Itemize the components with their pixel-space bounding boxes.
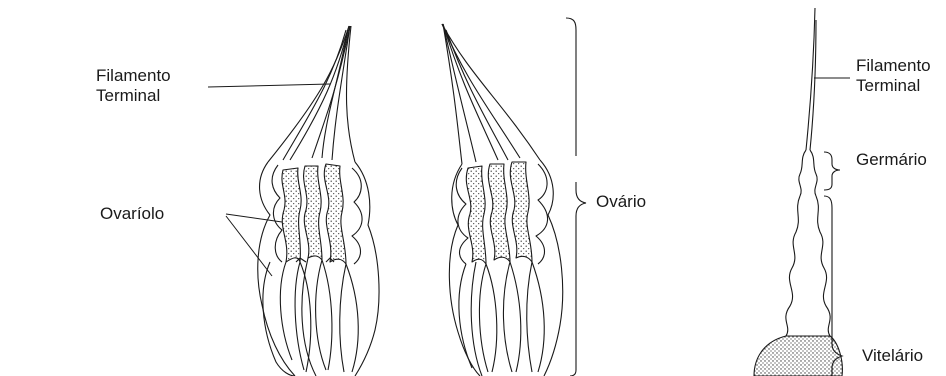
ovary-middle (442, 24, 563, 376)
ovario-bracket (566, 18, 586, 376)
filamento-terminal-right-label: Filamento Terminal (856, 56, 931, 96)
vitelario-label: Vitelário (862, 346, 923, 366)
filamento-terminal-left-label: Filamento Terminal (96, 66, 171, 106)
germario-bracket (824, 152, 840, 190)
filamento-right-line2: Terminal (856, 76, 931, 96)
ovariole-egg-chamber (754, 336, 842, 376)
terminal-filaments-left (268, 26, 355, 162)
single-ovariole (754, 8, 842, 376)
filamento-left-line2: Terminal (96, 86, 171, 106)
terminal-filaments-middle (442, 24, 540, 164)
filamento-right-line1: Filamento (856, 56, 931, 76)
filamento-left-leader (208, 84, 330, 87)
filamento-left-line1: Filamento (96, 66, 171, 86)
germario-label: Germário (856, 150, 927, 170)
bracket-gap (572, 156, 580, 182)
terminal-filament-right (806, 8, 815, 150)
ovariole-tube (786, 196, 830, 336)
ovary-left (258, 26, 379, 376)
ovario-label: Ovário (596, 192, 646, 212)
ovariolo-label: Ovaríolo (100, 204, 164, 224)
